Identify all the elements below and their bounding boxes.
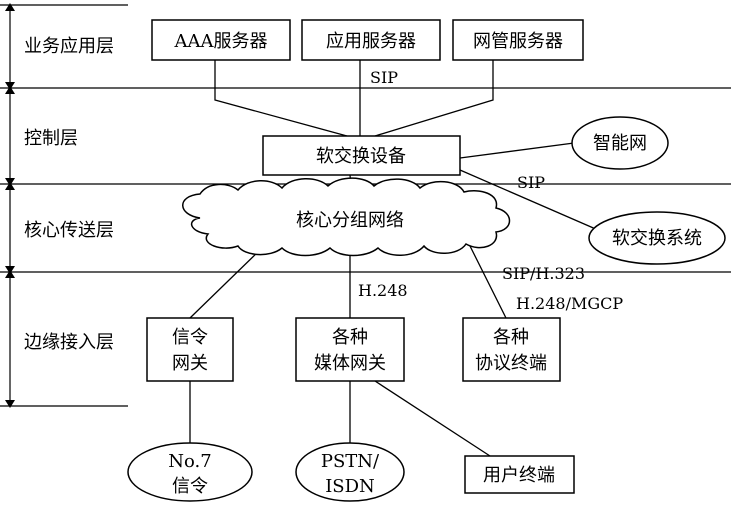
softswitch-node: 软交换设备 <box>262 135 461 176</box>
edge-softswitch-intelligent-network <box>459 142 575 159</box>
nms-server-box <box>452 19 584 61</box>
softswitch-box <box>262 135 461 176</box>
no7-node: No.7 信令 <box>127 442 253 502</box>
edge-media-user-terminal <box>374 380 491 457</box>
media-gateway-box <box>295 317 405 382</box>
app-server-label: 应用服务器 <box>326 31 416 52</box>
edge-softswitch-softswitch-system <box>459 169 599 231</box>
media-gateway-node: 各种 媒体网关 <box>295 317 405 382</box>
app-server-node: 应用服务器 <box>301 19 441 61</box>
app-server-box <box>301 19 441 61</box>
protocol-h248-mgcp: H.248/MGCP <box>516 294 623 313</box>
layer-label-service: 业务应用层 <box>24 36 114 57</box>
protocol-labels: SIP SIP H.248 SIP/H.323 H.248/MGCP <box>358 68 623 313</box>
protocol-h248: H.248 <box>358 281 408 300</box>
softswitch-system-ellipse <box>588 211 726 265</box>
core-network-cloud <box>182 177 511 257</box>
media-gateway-line2: 媒体网关 <box>314 353 386 374</box>
protocol-terminal-line2: 协议终端 <box>475 353 547 374</box>
nms-server-label: 网管服务器 <box>473 31 563 52</box>
edge-aaa-softswitch <box>214 60 348 137</box>
user-terminal-node: 用户终端 <box>464 455 575 494</box>
nms-server-node: 网管服务器 <box>452 19 584 61</box>
signaling-gateway-node: 信令 网关 <box>146 317 234 382</box>
protocol-terminal-line1: 各种 <box>493 327 529 348</box>
edge-nms-softswitch <box>374 60 494 137</box>
intelligent-network-label: 智能网 <box>593 133 647 154</box>
no7-line2: 信令 <box>172 476 208 497</box>
signaling-gateway-line2: 网关 <box>172 353 208 374</box>
signaling-gateway-line1: 信令 <box>172 327 208 348</box>
layer-label-core: 核心传送层 <box>24 220 114 241</box>
protocol-terminal-box <box>462 317 561 382</box>
edge-core-protocol-terminal <box>467 241 507 319</box>
signaling-gateway-box <box>146 317 234 382</box>
connections <box>189 60 599 457</box>
user-terminal-box <box>464 455 575 494</box>
aaa-server-node: AAA服务器 <box>151 19 291 61</box>
media-gateway-line1: 各种 <box>332 327 368 348</box>
softswitch-system-node: 软交换系统 <box>588 211 726 265</box>
intelligent-network-ellipse <box>571 116 669 170</box>
protocol-terminal-node: 各种 协议终端 <box>462 317 561 382</box>
layer-label-control: 控制层 <box>24 128 78 149</box>
pstn-isdn-line1: PSTN/ <box>321 451 380 472</box>
core-network-node: 核心分组网络 <box>182 177 511 257</box>
intelligent-network-node: 智能网 <box>571 116 669 170</box>
no7-line1: No.7 <box>168 451 211 472</box>
user-terminal-label: 用户终端 <box>483 465 555 486</box>
aaa-server-label: AAA服务器 <box>174 31 268 52</box>
pstn-isdn-ellipse <box>295 442 405 502</box>
aaa-server-box <box>151 19 291 61</box>
protocol-sip-right: SIP <box>517 173 545 192</box>
layer-labels: 业务应用层 控制层 核心传送层 边缘接入层 <box>24 36 114 353</box>
layer-label-edge: 边缘接入层 <box>24 332 114 353</box>
protocol-sip-top: SIP <box>370 68 398 87</box>
edge-core-signaling-gateway <box>189 247 263 319</box>
no7-ellipse <box>127 442 253 502</box>
softswitch-system-label: 软交换系统 <box>612 228 702 249</box>
pstn-isdn-line2: ISDN <box>325 476 375 497</box>
softswitch-label: 软交换设备 <box>316 146 406 167</box>
protocol-sip-h323: SIP/H.323 <box>502 264 585 283</box>
pstn-isdn-node: PSTN/ ISDN <box>295 442 405 502</box>
core-network-label: 核心分组网络 <box>296 210 404 231</box>
